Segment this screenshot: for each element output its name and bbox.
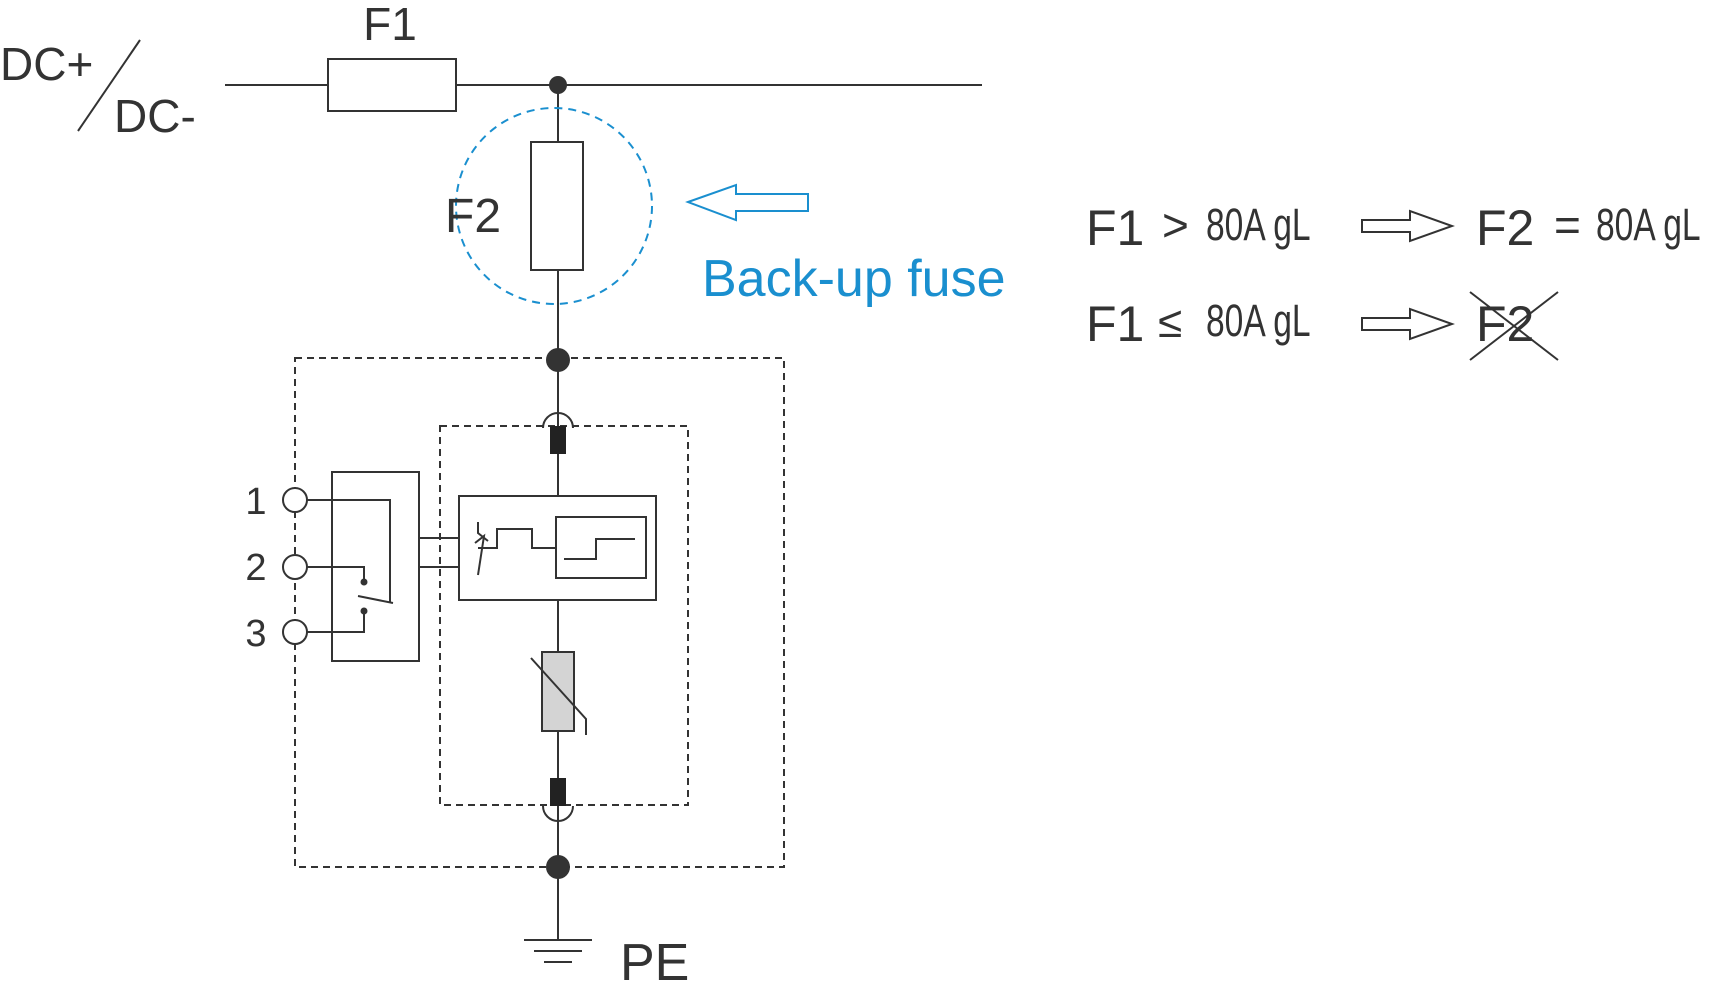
disconnector-waveform — [478, 528, 556, 549]
rule-1-left-rating: 80A gL — [1206, 200, 1311, 250]
contact-wire-1 — [307, 499, 391, 603]
cross-out-icon — [1469, 291, 1559, 361]
status-indicator-box — [555, 516, 647, 579]
disconnector-contact — [474, 522, 489, 576]
fuse-f2-symbol — [530, 141, 584, 271]
contact-wire-3 — [307, 611, 365, 633]
plug-contact-top-arc — [542, 412, 574, 429]
plug-contact-bottom-arc — [542, 805, 574, 822]
terminal-1 — [282, 487, 308, 513]
varistor-slash — [530, 657, 587, 735]
ground-icon — [524, 939, 592, 963]
rule-1-result-fuse: F2 — [1476, 200, 1534, 256]
fuse-f1-label: F1 — [363, 0, 417, 50]
rule-2-left-fuse: F1 — [1086, 296, 1144, 352]
contact-blade — [357, 595, 394, 604]
rule-1-operator: > — [1162, 199, 1189, 251]
contact-wire-2 — [307, 566, 365, 581]
rule-1-result-rating: 80A gL — [1596, 200, 1701, 250]
terminal-3 — [282, 619, 308, 645]
plug-contact-top — [550, 426, 566, 454]
rule-2-operator: ≤ — [1158, 298, 1182, 347]
status-step-icon — [564, 538, 635, 560]
terminal-2-label: 2 — [245, 547, 266, 589]
rule-1-left-fuse: F1 — [1086, 200, 1144, 256]
spd-outer-enclosure — [294, 357, 785, 868]
rule-2-left-rating: 80A gL — [1206, 296, 1311, 346]
fuse-f2-label: F2 — [445, 190, 501, 243]
rule-row-1: F1 > 80A gL F2 = 80A gL — [1086, 199, 1701, 256]
terminal-3-label: 3 — [245, 613, 266, 655]
varistor — [541, 651, 575, 732]
arrow-left-icon — [685, 183, 809, 222]
dc-slash — [77, 39, 141, 132]
pe-label: PE — [620, 934, 689, 985]
rule-row-2: F1 ≤ 80A gL F2 — [1086, 291, 1559, 361]
backup-fuse-highlight — [455, 107, 653, 305]
rule-1-result-operator: = — [1554, 199, 1581, 251]
dc-minus-label: DC- — [114, 90, 196, 142]
terminal-2 — [282, 554, 308, 580]
fuse-f1-symbol — [327, 58, 457, 112]
implies-arrow-icon — [1361, 209, 1455, 243]
terminal-1-label: 1 — [245, 481, 266, 523]
implies-arrow-icon — [1361, 307, 1455, 341]
backup-fuse-label: Back-up fuse — [702, 250, 1006, 308]
contact-dot-2 — [360, 578, 368, 586]
plug-contact-bottom — [550, 778, 566, 806]
spd-inner-module — [439, 425, 689, 806]
dc-plus-label: DC+ — [0, 38, 93, 90]
